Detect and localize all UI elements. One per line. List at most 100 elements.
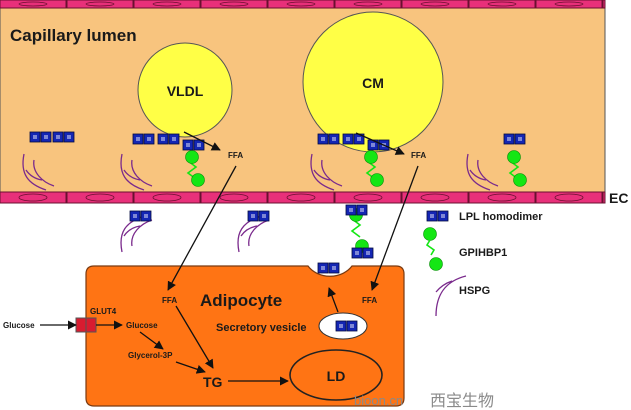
endothelial-nucleus [219,193,249,202]
lpl-monomer-highlight [339,324,343,328]
lpl-monomer-highlight [507,137,511,141]
lpl-monomer-highlight [144,214,148,218]
legend [423,210,467,317]
arrow-ffa-into-adipocyte-right [370,165,419,291]
hspg-chain [310,153,343,191]
gpihbp1-linker [425,239,436,256]
endothelial-cell [401,0,469,9]
adipocyte-label: Adipocyte [200,291,282,310]
gpihbp1-bead [423,227,437,241]
arrow-vesicle-up [327,287,339,313]
lpl-monomer-highlight [133,214,137,218]
endothelial-nucleus [286,1,316,7]
endothelial-cell [535,0,603,9]
endothelial-cell [334,191,402,204]
lpl-monomer [328,133,340,145]
gpihbp1-bead [364,150,378,164]
capillary-lumen-label: Capillary lumen [10,26,137,45]
pathway-arrows [40,131,419,386]
hspg-chain [120,153,153,191]
endothelial-nucleus [487,193,517,202]
legend-gpihbp1-icon [423,227,443,271]
lpl-monomer-highlight [430,214,434,218]
lpl-monomer-highlight [371,143,375,147]
arrow-glucose-to-glycerol [139,331,164,350]
lpl-monomer [132,133,144,145]
lpl-monomer [345,204,357,216]
ld-label: LD [327,368,346,384]
endothelial-nucleus [420,193,450,202]
lpl-monomer [426,210,438,222]
endothelial-nucleus [85,193,115,202]
lpl-monomer-highlight [350,324,354,328]
legend-hspg-icon [435,275,467,317]
top-endothelial-membrane [0,0,606,9]
endothelial-nucleus [353,1,383,7]
lpl-monomer-highlight [56,135,60,139]
gpihbp1-bead [513,173,527,187]
hspg-layer [22,153,499,253]
gpihbp1-bead [507,150,521,164]
endothelial-cell [133,0,201,9]
hspg-chain [466,153,499,191]
ec-label: EC [609,190,628,206]
lpl-monomer-highlight [321,266,325,270]
lpl-monomer-highlight [355,251,359,255]
watermark-cn: 西宝生物 [430,391,494,410]
arrow-vldl-to-ffa [183,131,221,151]
arrow-cm-to-ffa [355,132,405,155]
endothelial-cell [0,0,67,9]
endothelial-cell [468,191,536,204]
lpl-monomer-highlight [172,137,176,141]
arrow-glycerol-to-tg [175,361,206,374]
lpl-monomer-highlight [360,208,364,212]
endothelial-cell [602,0,606,9]
endothelial-cell [66,191,134,204]
lpl-monomer-highlight [518,137,522,141]
lpl-monomer [157,133,169,145]
lpl-monomer [362,247,374,259]
arrow-ffa-into-adipocyte-left [167,165,237,291]
lpl-monomer [346,320,358,332]
capillary-lumen-region [0,7,606,193]
arrow-ffa-to-tg [175,305,214,369]
ffa-label-cell-left: FFA [162,296,177,305]
endothelial-cell [602,191,606,204]
endothelial-cell [133,191,201,204]
endothelial-nucleus [18,1,48,7]
lpl-monomer [40,131,52,143]
lpl-monomer-highlight [332,137,336,141]
endothelial-cell [66,0,134,9]
lpl-monomer-highlight [441,214,445,218]
endothelial-cell [200,0,268,9]
lpl-monomer [356,204,368,216]
endothelial-cell [267,191,335,204]
lpl-monomer [437,210,449,222]
lpl-monomer [335,320,347,332]
lpl-monomer [342,133,354,145]
lpl-monomer [328,262,340,274]
lpl-monomer-highlight [197,143,201,147]
lpl-monomer [182,139,194,151]
lpl-monomer [351,247,363,259]
secretory-vesicle-label: Secretory vesicle [216,322,307,334]
endothelial-cell [200,191,268,204]
lpl-monomer-highlight [332,266,336,270]
lpl-monomer-highlight [251,214,255,218]
gpihbp1-bead [370,173,384,187]
lpl-monomer-highlight [161,137,165,141]
endothelial-nucleus [18,193,48,202]
ffa-label-lumen-right: FFA [411,151,426,160]
hspg-label: HSPG [459,285,490,297]
bottom-endothelial-membrane [0,191,606,204]
gpihbp1-bead [185,150,199,164]
ffa-label-lumen-left: FFA [228,151,243,160]
endothelial-nucleus [152,193,182,202]
endothelial-cell [267,0,335,9]
lpl-monomer [63,131,75,143]
endothelial-cell [535,191,603,204]
lpl-homodimer-label: LPL homodimer [459,211,543,223]
lpl-monomer [129,210,141,222]
lpl-monomer [140,210,152,222]
